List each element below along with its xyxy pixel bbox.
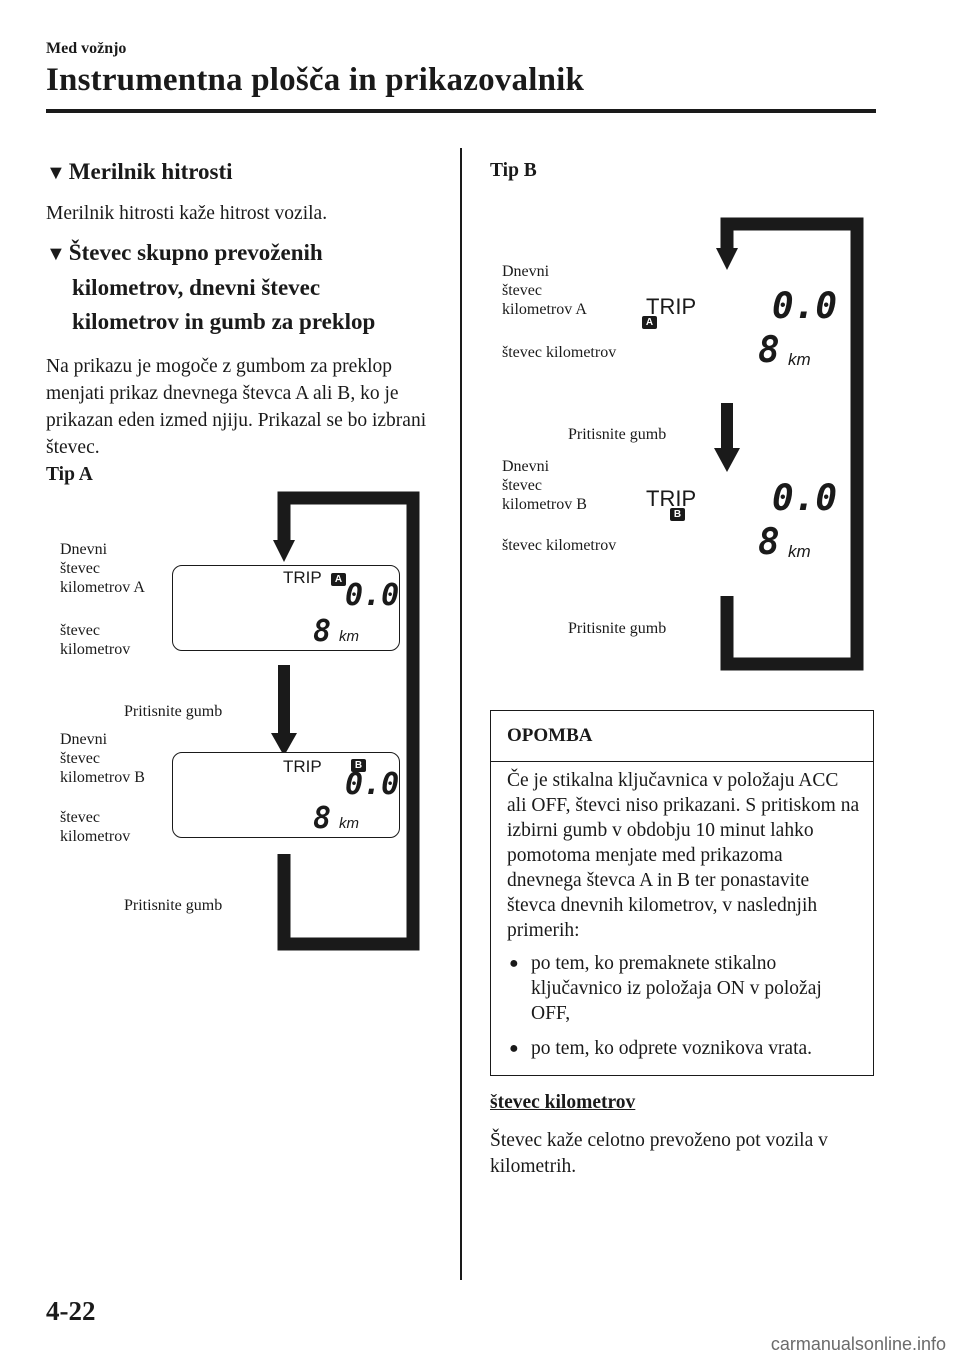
list-item: ● po tem, ko odprete voznikova vrata.: [507, 1036, 861, 1061]
trip-b-label: Dnevni števec kilometrov B: [60, 730, 145, 787]
trip-a-label: Dnevni števec kilometrov A: [502, 262, 587, 319]
list-item: ● po tem, ko premaknete stikalno ključavn…: [507, 951, 861, 1026]
heading-line: kilometrov in gumb za preklop: [72, 309, 376, 334]
odometer-a-label: števec kilometrov: [60, 621, 130, 659]
bullet-icon: ●: [509, 955, 519, 972]
label-line: Dnevni: [60, 731, 108, 748]
odometer-digits: 8: [313, 614, 332, 649]
triangle-icon: ▼: [46, 162, 66, 184]
note-heading: OPOMBA: [491, 711, 873, 762]
type-b-label: Tip B: [490, 160, 537, 181]
label-line: kilometrov B: [502, 496, 587, 513]
label-line: števec: [502, 282, 542, 299]
label-line: kilometrov A: [502, 301, 587, 318]
bullet-icon: ●: [509, 1040, 519, 1057]
label-line: števec: [60, 750, 100, 767]
odometer-trip-text: Na prikazu je mogoče z gumbom za preklop…: [46, 356, 427, 458]
list-item-text: po tem, ko odprete voznikova vrata.: [531, 1038, 813, 1059]
trip-text: TRIP: [283, 568, 322, 587]
trip-digits: 0.0: [772, 286, 838, 327]
badge-a: A: [331, 573, 346, 586]
lcd-display-a: TRIP A 0.0 8 km: [172, 565, 400, 651]
label-line: kilometrov: [60, 828, 131, 845]
trip-digits: 0.0: [345, 767, 400, 802]
label-line: Dnevni: [60, 541, 108, 558]
odometer-b-label: števec kilometrov: [60, 808, 130, 846]
odometer-trip-heading: ▼Števec skupno prevoženih kilometrov, dn…: [46, 236, 446, 339]
heading-line: Števec skupno prevoženih: [68, 240, 323, 265]
display-b-b: TRIP B 0.0 8 km: [640, 478, 840, 572]
odometer-digits: 8: [758, 522, 780, 563]
title-rule: [46, 109, 876, 113]
odometer-label: števec kilometrov: [502, 537, 617, 554]
label-line: števec: [60, 560, 100, 577]
list-item-text: po tem, ko premaknete stikalno ključavni…: [531, 953, 822, 1024]
display-a-b: TRIP A 0.0 8 km: [640, 286, 840, 380]
note-body: Če je stikalna ključavnica v položaju AC…: [491, 762, 873, 1061]
label-line: števec: [60, 622, 100, 639]
unit-km: km: [339, 815, 359, 832]
label-line: števec: [60, 809, 100, 826]
speedometer-text: Merilnik hitrosti kaže hitrost vozila.: [46, 203, 328, 224]
unit-km: km: [339, 628, 359, 645]
label-line: kilometrov B: [60, 769, 145, 786]
badge-a: A: [642, 316, 657, 329]
trip-digits: 0.0: [345, 578, 400, 613]
press-button-label: Pritisnite gumb: [568, 426, 667, 443]
type-a-label: Tip A: [46, 464, 93, 485]
trip-text: TRIP: [283, 757, 322, 776]
unit-km: km: [788, 350, 811, 369]
note-list: ● po tem, ko premaknete stikalno ključavn…: [507, 951, 861, 1061]
speedometer-heading-text: Merilnik hitrosti: [68, 159, 233, 184]
type-b-diagram: Dnevni števec kilometrov A števec kilome…: [490, 210, 874, 680]
label-line: kilometrov A: [60, 579, 145, 596]
type-a-arrow-loop: [271, 491, 420, 951]
trip-b-label: Dnevni števec kilometrov B: [502, 457, 587, 514]
triangle-icon: ▼: [46, 243, 66, 265]
press-button-label: Pritisnite gumb: [568, 620, 667, 637]
label-line: kilometrov: [60, 641, 131, 658]
odometer-digits: 8: [758, 330, 780, 371]
unit-km: km: [788, 542, 811, 561]
odometer-label: števec kilometrov: [502, 344, 617, 361]
odometer-trip-section: ▼Števec skupno prevoženih kilometrov, dn…: [46, 236, 446, 488]
trip-a-label: Dnevni števec kilometrov A: [60, 540, 145, 597]
label-line: Dnevni: [502, 458, 550, 475]
lcd-display-b: TRIP B 0.0 8 km: [172, 752, 400, 838]
odometer-heading: števec kilometrov: [490, 1092, 636, 1113]
odometer-text: Števec kaže celotno prevoženo pot vozila…: [490, 1130, 828, 1177]
column-divider: [460, 148, 462, 1280]
speedometer-section: ▼Merilnik hitrosti Merilnik hitrosti kaž…: [46, 155, 446, 227]
trip-text: TRIP: [646, 294, 697, 319]
speedometer-heading: ▼Merilnik hitrosti: [46, 155, 446, 190]
press-button-label: Pritisnite gumb: [124, 703, 223, 720]
page-title: Instrumentna plošča in prikazovalnik: [46, 62, 585, 98]
watermark: carmanualsonline.info: [770, 1334, 946, 1354]
label-line: Dnevni: [502, 263, 550, 280]
odometer-digits: 8: [313, 801, 332, 836]
label-line: števec: [502, 477, 542, 494]
press-button-label: Pritisnite gumb: [124, 897, 223, 914]
type-a-diagram: Dnevni števec kilometrov A števec kilome…: [46, 490, 426, 960]
section-label: Med vožnjo: [46, 40, 127, 57]
note-text: Če je stikalna ključavnica v položaju AC…: [507, 770, 860, 941]
heading-line: kilometrov, dnevni števec: [72, 275, 321, 300]
badge-b: B: [351, 759, 366, 772]
type-b-arrow-loop: [714, 217, 864, 671]
badge-b: B: [670, 508, 685, 521]
trip-text: TRIP: [646, 486, 697, 511]
page-number: 4-22: [46, 1296, 96, 1326]
note-box: OPOMBA Če je stikalna ključavnica v polo…: [490, 710, 874, 1076]
trip-digits: 0.0: [772, 478, 838, 519]
